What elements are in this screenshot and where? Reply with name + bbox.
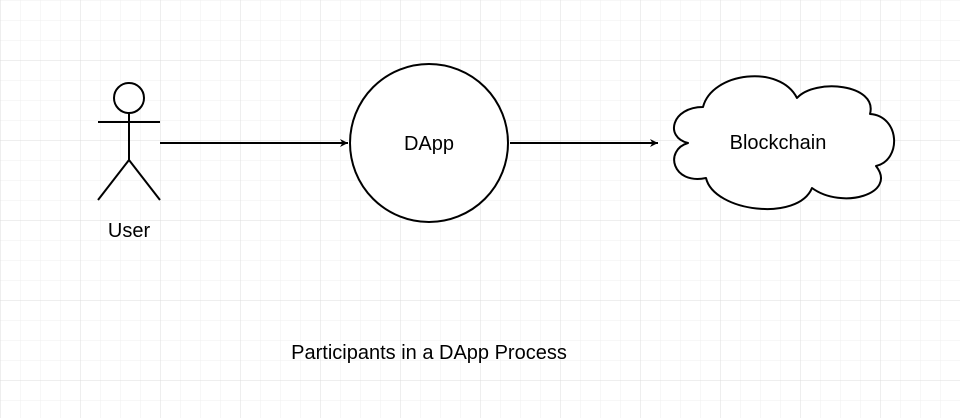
- blockchain-node[interactable]: Blockchain: [672, 75, 896, 210]
- user-actor[interactable]: User: [97, 82, 161, 242]
- user-label: User: [108, 220, 151, 242]
- actor-head: [113, 82, 145, 114]
- actor-right-leg: [128, 159, 161, 201]
- blockchain-label: Blockchain: [730, 132, 827, 154]
- dapp-node[interactable]: DApp: [349, 63, 509, 223]
- dapp-circle: [349, 63, 509, 223]
- dapp-label: DApp: [404, 133, 454, 155]
- cloud-icon: [672, 75, 896, 210]
- diagram-caption: Participants in a DApp Process: [291, 342, 567, 364]
- actor-left-leg: [97, 159, 130, 201]
